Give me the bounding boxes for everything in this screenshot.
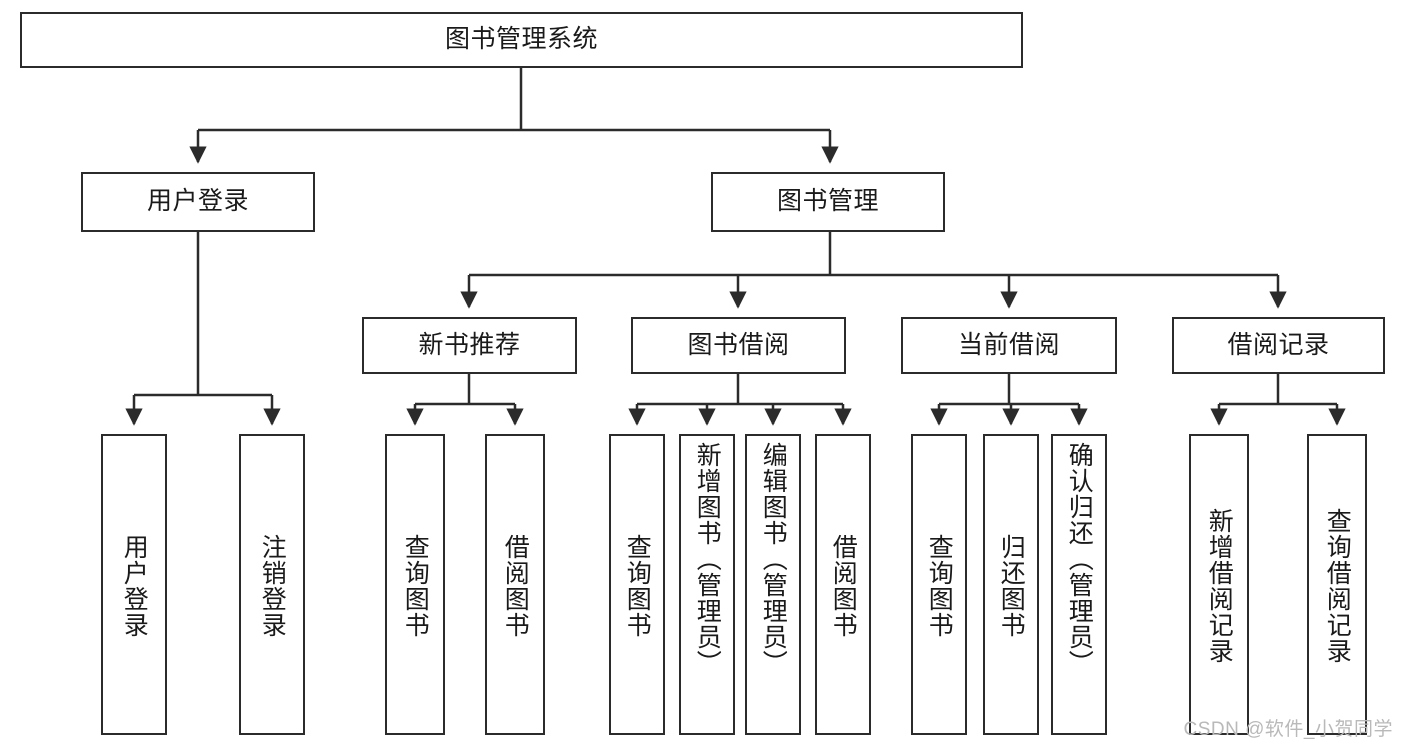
edges-root-to-level1 xyxy=(189,68,839,164)
edges-userlogin-to-leaves xyxy=(125,232,281,426)
node-root-system[interactable]: 图书管理系统 xyxy=(20,12,1023,68)
node-label: 查询图书 xyxy=(925,533,954,638)
node-leaf-query-book-recommend[interactable]: 查询图书 xyxy=(385,434,445,735)
node-label: 注销登录 xyxy=(258,533,287,638)
node-leaf-add-book[interactable]: 新增图书（管理员） xyxy=(679,434,735,735)
node-label: 借阅记录 xyxy=(1227,330,1330,359)
node-label: 用户登录 xyxy=(146,187,249,216)
node-borrow-record[interactable]: 借阅记录 xyxy=(1172,317,1385,374)
node-label: 新书推荐 xyxy=(418,330,521,359)
node-label: 图书管理 xyxy=(776,187,879,216)
node-label: 查询图书 xyxy=(623,533,652,638)
node-leaf-return-book[interactable]: 归还图书 xyxy=(983,434,1039,735)
node-label: 用户登录 xyxy=(120,533,149,638)
node-current-borrow[interactable]: 当前借阅 xyxy=(901,317,1117,374)
node-label: 当前借阅 xyxy=(957,330,1060,359)
node-user-login[interactable]: 用户登录 xyxy=(81,172,315,232)
node-label: 借阅图书 xyxy=(829,533,858,638)
node-label: 归还图书 xyxy=(997,533,1026,638)
node-label: 查询借阅记录 xyxy=(1323,507,1352,664)
node-leaf-query-borrow-record[interactable]: 查询借阅记录 xyxy=(1307,434,1367,735)
node-label: 借阅图书 xyxy=(501,533,530,638)
node-leaf-borrow-book[interactable]: 借阅图书 xyxy=(815,434,871,735)
node-leaf-add-borrow-record[interactable]: 新增借阅记录 xyxy=(1189,434,1249,735)
node-label: 图书管理系统 xyxy=(444,25,598,54)
node-leaf-query-book-borrow[interactable]: 查询图书 xyxy=(609,434,665,735)
node-leaf-query-book-current[interactable]: 查询图书 xyxy=(911,434,967,735)
node-label: 编辑图书（管理员） xyxy=(759,442,788,676)
node-label: 图书借阅 xyxy=(687,330,790,359)
node-label: 查询图书 xyxy=(401,533,430,638)
edges-currentborrow-to-leaves xyxy=(930,374,1088,426)
node-label: 新增图书（管理员） xyxy=(693,442,722,676)
edges-newbook-to-leaves xyxy=(406,374,524,426)
node-leaf-user-login[interactable]: 用户登录 xyxy=(101,434,167,735)
node-leaf-logout[interactable]: 注销登录 xyxy=(239,434,305,735)
node-new-book-recommend[interactable]: 新书推荐 xyxy=(362,317,577,374)
node-label: 确认归还（管理员） xyxy=(1065,442,1094,676)
node-label: 新增借阅记录 xyxy=(1205,507,1234,664)
node-leaf-edit-book[interactable]: 编辑图书（管理员） xyxy=(745,434,801,735)
edges-borrowrecord-to-leaves xyxy=(1210,374,1346,426)
node-leaf-borrow-book-recommend[interactable]: 借阅图书 xyxy=(485,434,545,735)
edges-bookborrow-to-leaves xyxy=(628,374,852,426)
node-leaf-confirm-return[interactable]: 确认归还（管理员） xyxy=(1051,434,1107,735)
node-book-borrow[interactable]: 图书借阅 xyxy=(631,317,846,374)
edges-bookmanage-to-level2 xyxy=(460,232,1287,309)
node-book-manage[interactable]: 图书管理 xyxy=(711,172,945,232)
